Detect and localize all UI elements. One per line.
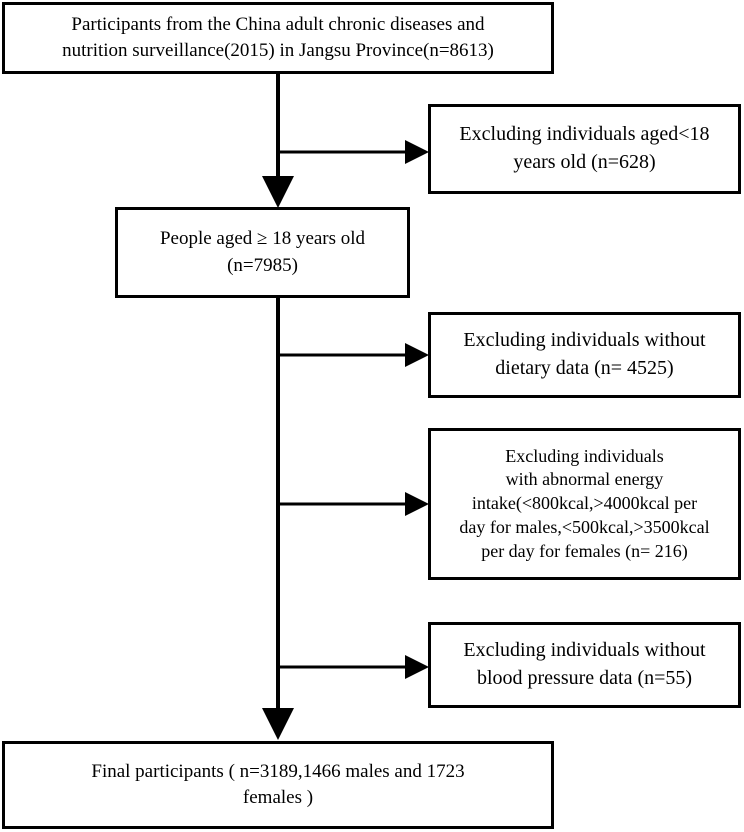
- adults-box-text: People aged ≥ 18 years old (n=7985): [159, 228, 366, 276]
- final-box: Final participants ( n=3189,1466 males a…: [2, 741, 554, 829]
- exclusion-box-blood-pressure-text: Excluding individuals without blood pres…: [463, 639, 706, 689]
- exclusion-box-dietary: Excluding individuals without dietary da…: [428, 312, 741, 398]
- exclusion-box-energy-text: Excluding individuals with abnormal ener…: [459, 445, 710, 561]
- exclusion-box-age: Excluding individuals aged<18 years old …: [428, 104, 741, 194]
- exclusion-box-dietary-text: Excluding individuals without dietary da…: [463, 329, 706, 379]
- start-box: Participants from the China adult chroni…: [2, 2, 554, 74]
- start-box-text: Participants from the China adult chroni…: [62, 13, 494, 61]
- exclusion-box-blood-pressure: Excluding individuals without blood pres…: [428, 622, 741, 708]
- exclusion-box-energy: Excluding individuals with abnormal ener…: [428, 428, 741, 580]
- exclusion-box-age-text: Excluding individuals aged<18 years old …: [459, 123, 710, 173]
- adults-box: People aged ≥ 18 years old (n=7985): [115, 207, 410, 298]
- final-box-text: Final participants ( n=3189,1466 males a…: [91, 760, 465, 808]
